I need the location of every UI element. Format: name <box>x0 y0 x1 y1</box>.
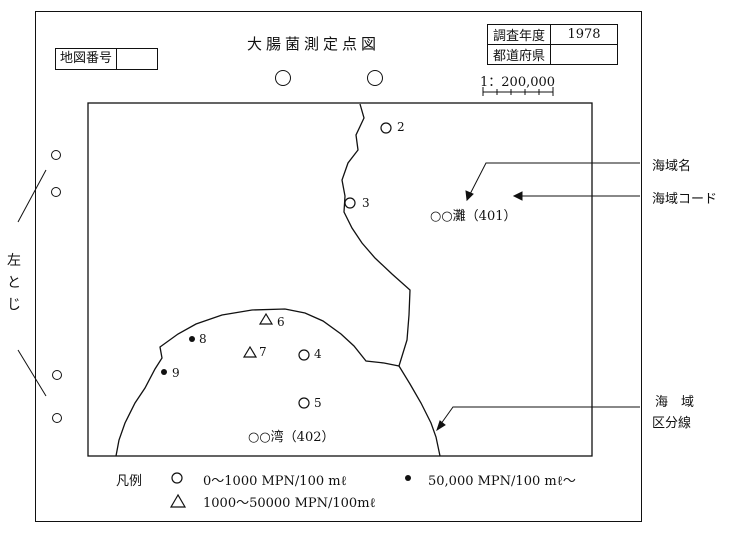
callout-sea-area-code-line <box>512 191 640 201</box>
sea-area-label: ○○灘（401） <box>430 209 517 224</box>
binding-hole-left-1 <box>51 150 61 160</box>
station-6-marker <box>258 312 274 325</box>
station-2-marker <box>380 122 392 134</box>
binding-char-2: と <box>7 275 21 291</box>
legend-item-triangle: 1000〜50000 MPN/100mℓ <box>203 496 376 511</box>
binding-hole-top-right <box>367 70 383 86</box>
station-2-label: 2 <box>397 120 405 134</box>
station-7-marker <box>242 345 258 358</box>
legend-item-filled-dot: 50,000 MPN/100 mℓ〜 <box>428 474 576 489</box>
legend-filled-dot-icon <box>405 475 411 481</box>
station-3-marker <box>344 197 356 209</box>
binding-hole-left-2 <box>51 187 61 197</box>
map-number-label: 地図番号 <box>56 49 118 69</box>
sea-area-boundary-line <box>398 365 441 457</box>
station-6-label: 6 <box>277 315 285 329</box>
station-9-marker <box>161 369 167 375</box>
survey-year-label: 調査年度 <box>486 24 552 45</box>
survey-info-table: 調査年度 1978 都道府県 <box>486 24 619 65</box>
station-4-marker <box>298 349 310 361</box>
legend-title: 凡例 <box>116 474 143 489</box>
binding-hole-top-left <box>275 70 291 86</box>
callout-sea-area-name: 海域名 <box>652 159 692 174</box>
legend-open-circle-icon <box>171 472 183 484</box>
station-8-marker <box>189 336 195 342</box>
scale-bar <box>482 87 554 96</box>
station-5-label: 5 <box>314 396 322 410</box>
station-5-marker <box>298 397 310 409</box>
binding-hole-left-3 <box>52 370 62 380</box>
map-area-frame <box>87 102 593 457</box>
binding-hole-left-4 <box>52 413 62 423</box>
callout-sea-area-name-line <box>465 162 640 202</box>
station-4-label: 4 <box>314 347 322 361</box>
callout-boundary-line <box>436 406 640 432</box>
coastline <box>115 103 411 457</box>
binding-guide-upper <box>17 169 47 223</box>
station-7-label: 7 <box>259 345 267 359</box>
sheet-frame <box>35 11 642 522</box>
scale-label: 1：200,000 <box>480 75 556 90</box>
legend-triangle-icon <box>169 493 187 508</box>
binding-char-1: 左 <box>7 253 21 269</box>
legend-item-open-circle: 0〜1000 MPN/100 mℓ <box>203 474 347 489</box>
binding-guide-lower <box>17 349 47 397</box>
prefecture-value <box>550 44 619 65</box>
binding-char-3: じ <box>7 297 21 313</box>
station-3-label: 3 <box>362 196 370 210</box>
map-title: 大腸菌測定点図 <box>247 35 381 53</box>
callout-boundary-line-1: 海 域 <box>655 395 695 410</box>
prefecture-label: 都道府県 <box>486 44 552 65</box>
callout-boundary-line-2: 区分線 <box>652 416 692 431</box>
callout-sea-area-code: 海域コード <box>652 192 718 207</box>
binding-side-label: 左 と じ <box>6 250 22 316</box>
bay-label: ○○湾（402） <box>248 430 335 445</box>
station-8-label: 8 <box>199 332 207 346</box>
map-number-box: 地図番号 <box>55 48 159 70</box>
station-9-label: 9 <box>172 366 180 380</box>
